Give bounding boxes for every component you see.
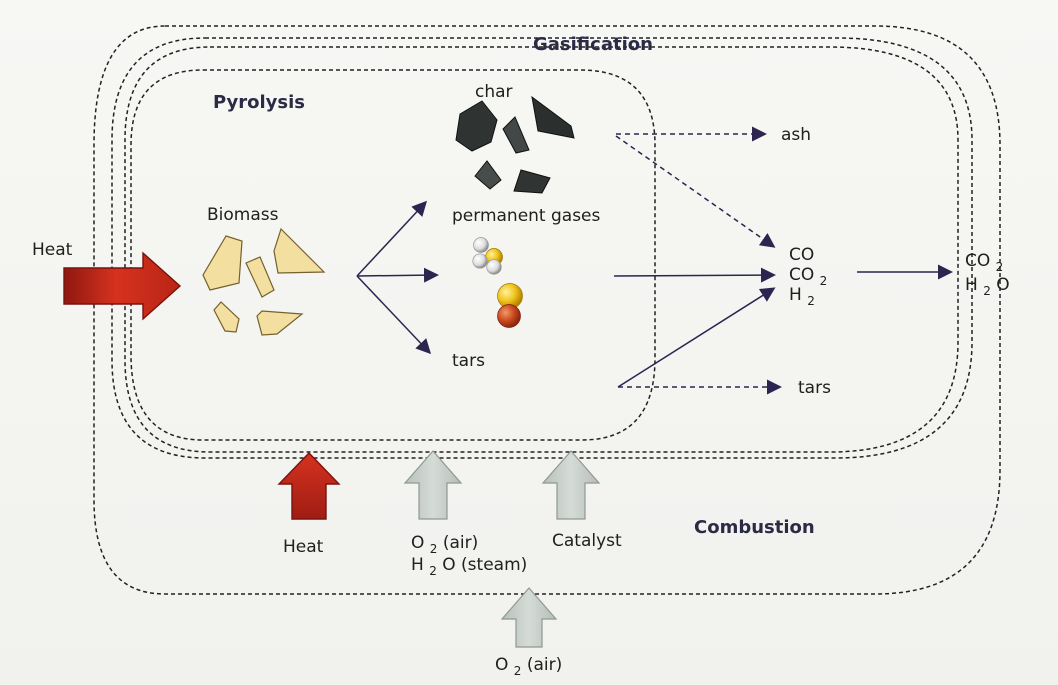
co-output-label: CO [789, 245, 814, 265]
bottom-inputs: Heat O 2 (air) H 2 O (steam) Catalyst O … [277, 450, 622, 680]
bottom-o2-input-arrow [500, 587, 558, 648]
bottom-o2-air-sub: 2 [514, 664, 522, 678]
char-group: char [455, 82, 575, 194]
h2o-steam-tail: O (steam) [442, 555, 527, 575]
o2-air-tail: (air) [443, 533, 478, 553]
final-co2-base: CO [965, 251, 990, 271]
pyrolysis-split-arrows [356, 200, 439, 355]
bottom-o2-air-tail: (air) [527, 655, 562, 675]
gasification-flows [613, 126, 953, 395]
ash-label: ash [781, 125, 811, 145]
side-heat-input: Heat [32, 240, 182, 321]
h2o-steam-base: H [411, 555, 424, 575]
char-piece-1 [455, 100, 498, 152]
bottom-heat-arrow [277, 451, 341, 520]
final-co2-sub: 2 [996, 260, 1004, 274]
catalyst-input-arrow [541, 450, 601, 520]
h2-output-sub: 2 [807, 294, 815, 308]
final-h2o-tail: O [996, 275, 1009, 295]
pyrolysis-title: Pyrolysis [213, 92, 305, 113]
biomass-piece-1 [202, 235, 243, 291]
biomass-piece-2 [273, 227, 326, 274]
inner-boundary-gasification [124, 46, 959, 453]
pyrolysis-boundary [130, 69, 656, 441]
section-titles: Gasification Pyrolysis Combustion [213, 34, 815, 538]
co-molecule-icon [497, 283, 523, 328]
outer-boundary-gasification [111, 37, 973, 459]
char-piece-2 [531, 95, 575, 139]
side-heat-label: Heat [32, 240, 73, 260]
gasification-output-labels: ash CO CO 2 H 2 tars [781, 125, 831, 398]
h2-output-label: H 2 [789, 285, 815, 308]
methane-molecule-icon [472, 237, 503, 275]
split-arrow-char [356, 200, 428, 277]
o2-steam-input-arrow [403, 450, 463, 520]
bottom-o2-air-base: O [495, 655, 508, 675]
h2-output-base: H [789, 285, 802, 305]
biomass-label: Biomass [207, 205, 279, 225]
biomass-group: Biomass [202, 205, 326, 336]
final-co2-label: CO 2 [965, 251, 1003, 274]
gas-molecules: permanent gases [452, 206, 601, 328]
char-label: char [475, 82, 513, 102]
gasification-title: Gasification [533, 34, 653, 55]
o2-air-label: O 2 (air) [411, 533, 478, 558]
combustion-title: Combustion [694, 517, 815, 538]
final-h2o-base: H [965, 275, 978, 295]
bottom-o2-air-label: O 2 (air) [495, 655, 562, 680]
o2-air-base: O [411, 533, 424, 553]
co2-output-sub: 2 [820, 274, 828, 288]
h2o-steam-label: H 2 O (steam) [411, 555, 527, 580]
gasification-tars-label: tars [798, 378, 831, 398]
pyrolysis-tars-label: tars [452, 351, 485, 371]
catalyst-label: Catalyst [552, 531, 622, 551]
co2-output-label: CO 2 [789, 265, 827, 288]
final-h2o-label: H 2 O [965, 275, 1010, 300]
biomass-piece-5 [256, 310, 304, 336]
o2-air-sub: 2 [430, 542, 438, 556]
tars-to-h2-arrow [617, 287, 776, 388]
char-to-co-arrow [615, 135, 776, 248]
permanent-gases-label: permanent gases [452, 206, 601, 226]
biomass-piece-3 [245, 256, 275, 298]
biomass-piece-4 [213, 301, 240, 333]
char-piece-3 [502, 116, 530, 154]
gases-to-co2-arrow [613, 267, 776, 283]
final-h2o-sub: 2 [983, 284, 991, 298]
char-piece-5 [513, 169, 551, 194]
combustion-output-labels: CO 2 H 2 O [965, 251, 1010, 300]
split-arrow-tars [356, 275, 432, 355]
co2-output-base: CO [789, 265, 814, 285]
side-heat-arrow [63, 251, 182, 321]
h2o-steam-sub: 2 [429, 564, 437, 578]
char-piece-4 [474, 160, 502, 190]
boundary-lines [93, 25, 1001, 595]
outer-boundary-combustion [93, 25, 1001, 595]
bottom-heat-label: Heat [283, 537, 324, 557]
split-arrow-gases [356, 267, 439, 283]
